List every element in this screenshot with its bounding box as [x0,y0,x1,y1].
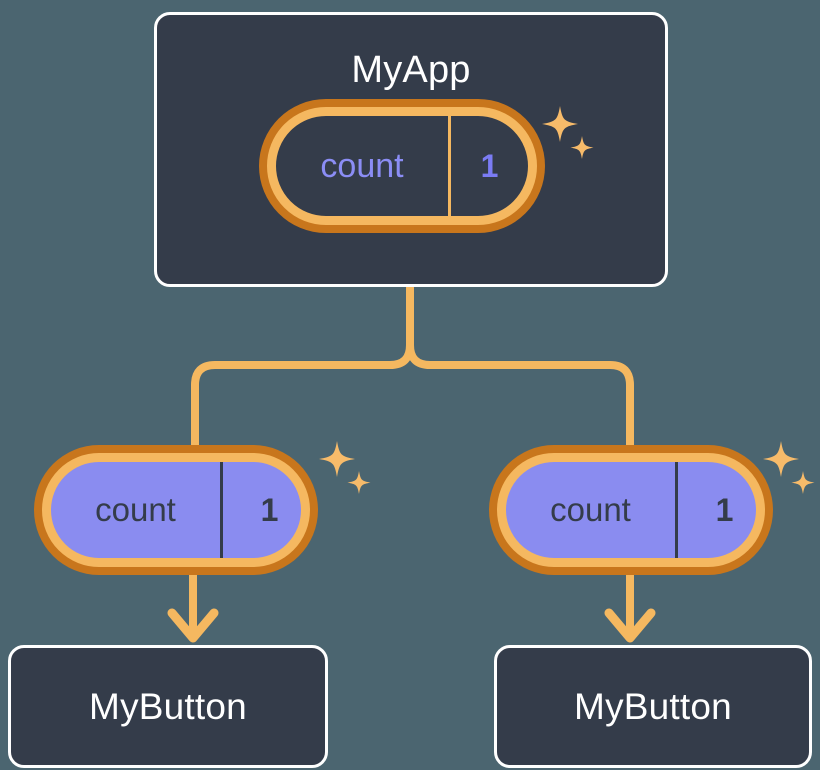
component-card-title: MyButton [574,686,732,727]
state-pill[interactable]: count 1 [42,453,310,567]
arrow-down-icon-left [167,608,219,643]
component-card-title: MyButton [89,686,247,727]
state-pill-key: count [506,462,678,558]
state-pill-key: count [51,462,223,558]
component-card-mybutton-right[interactable]: MyButton [494,645,812,768]
state-pill-myapp[interactable]: count 1 [267,107,537,225]
sparkle-small-icon [791,471,815,494]
state-pill-value: 1 [480,147,499,184]
state-pill-left[interactable]: count 1 [42,453,310,567]
sparkle-group-left [319,441,371,494]
state-pill[interactable]: count 1 [497,453,765,567]
state-pill[interactable]: count 1 [267,107,537,225]
page-title: MyApp [351,49,471,91]
state-pill-value: 1 [715,491,734,528]
component-card-mybutton-left[interactable]: MyButton [8,645,328,768]
state-pill-value: 1 [260,491,279,528]
connector-tree-branch [191,284,414,459]
connector-tree-branch-right [406,284,634,459]
arrow-down-icon-right [604,608,656,643]
state-pill-key: count [276,116,451,216]
state-pill-right[interactable]: count 1 [497,453,765,567]
sparkle-small-icon [347,471,371,494]
sparkle-icon [319,441,355,477]
